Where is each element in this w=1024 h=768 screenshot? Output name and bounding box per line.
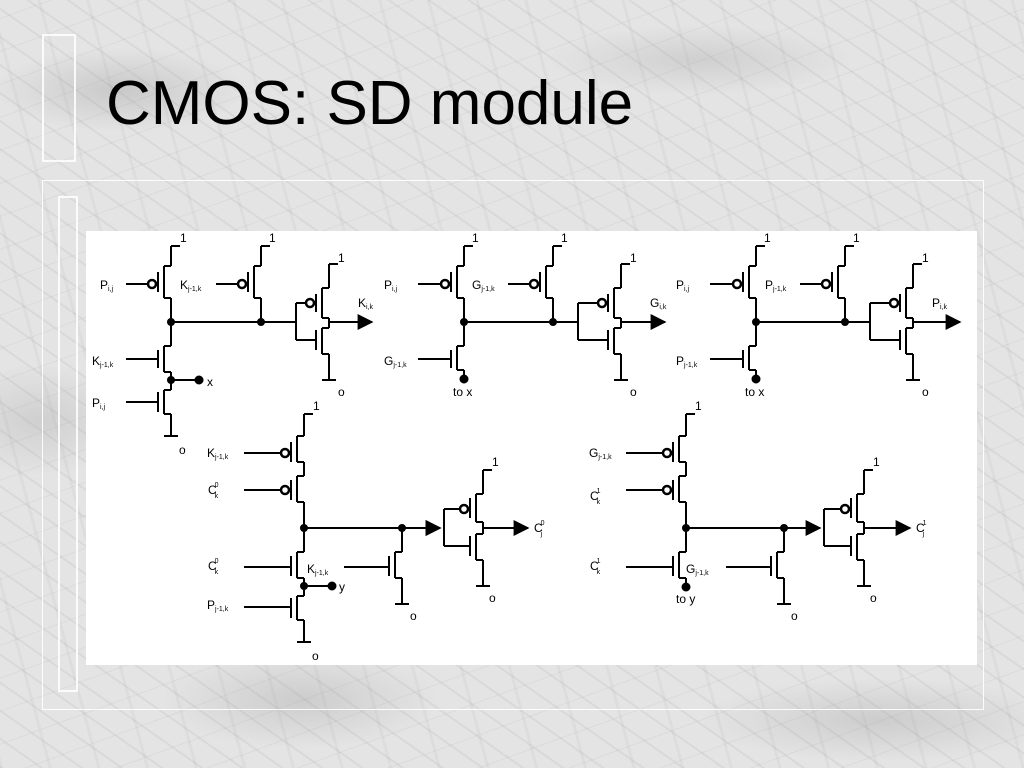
title-accent-bar — [42, 34, 76, 162]
label-k-j-1-k-nmos: Kj-1,k — [92, 354, 114, 369]
label-y: y — [339, 580, 345, 594]
label-p-ij-nmos: Pi,j — [92, 396, 106, 411]
gnd-label: o — [630, 385, 637, 399]
label-to-y: to y — [676, 592, 695, 606]
vdd-label: 1 — [313, 399, 320, 413]
label-g-ik: Gi,k — [650, 296, 667, 311]
circuit-diagram-panel: 1 1 1 1 1 1 1 1 1 1 1 1 1 o o o o o o o … — [86, 231, 977, 665]
label-to-x: to x — [453, 385, 472, 399]
gnd-label: o — [312, 649, 319, 663]
vdd-label: 1 — [492, 455, 499, 469]
label-k-j-1-k: Kj-1,k — [207, 446, 229, 461]
vdd-label: 1 — [269, 231, 276, 245]
label-k-j-1-k: Kj-1,k — [180, 278, 202, 293]
vdd-label: 1 — [695, 399, 702, 413]
circuit-bottom-right — [626, 413, 912, 605]
vdd-label: 1 — [472, 231, 479, 245]
circuit-diagram: 1 1 1 1 1 1 1 1 1 1 1 1 1 o o o o o o o … — [92, 231, 962, 663]
label-g-j-1-k: Gj-1,k — [472, 278, 495, 293]
label-p-j-1-k: Pj-1,k — [207, 598, 229, 613]
label-p-j-1-k-nmos: Pj-1,k — [676, 354, 698, 369]
vdd-label: 1 — [180, 231, 187, 245]
label-p-ij: Pi,j — [384, 278, 398, 293]
content-accent-bar — [58, 196, 78, 692]
label-k-j-1-k-side: Kj-1,k — [307, 562, 329, 577]
label-g-j-1-k-side: Gj-1,k — [686, 562, 709, 577]
label-p-j-1-k: Pj-1,k — [765, 278, 787, 293]
label-g-j-1-k-nmos: Gj-1,k — [384, 354, 407, 369]
label-to-x: to x — [745, 385, 764, 399]
gnd-label: o — [179, 443, 186, 457]
label-g-j-1-k: Gj-1,k — [589, 446, 612, 461]
circuit-top-right — [710, 245, 962, 384]
gnd-label: o — [410, 609, 417, 623]
label-p-ij: Pi,j — [676, 278, 690, 293]
vdd-label: 1 — [338, 251, 345, 265]
circuit-top-middle — [418, 245, 667, 384]
gnd-label: o — [338, 385, 345, 399]
vdd-label: 1 — [922, 251, 929, 265]
gnd-label: o — [791, 609, 798, 623]
circuit-bottom-left — [244, 413, 530, 643]
label-p-ij: Pi,j — [100, 278, 114, 293]
vdd-label: 1 — [873, 455, 880, 469]
label-p-ik: Pi,k — [932, 296, 948, 311]
gnd-label: o — [870, 591, 877, 605]
vdd-label: 1 — [853, 231, 860, 245]
label-k-ik: Ki,k — [358, 296, 374, 311]
circuit-top-left — [126, 245, 374, 437]
gnd-label: o — [489, 591, 496, 605]
content-frame — [42, 180, 984, 710]
diagram-labels: 1 1 1 1 1 1 1 1 1 1 1 1 1 o o o o o o o … — [92, 231, 948, 663]
label-x: x — [207, 375, 213, 389]
vdd-label: 1 — [630, 251, 637, 265]
vdd-label: 1 — [764, 231, 771, 245]
vdd-label: 1 — [561, 231, 568, 245]
gnd-label: o — [922, 385, 929, 399]
slide-title: CMOS: SD module — [106, 69, 634, 138]
